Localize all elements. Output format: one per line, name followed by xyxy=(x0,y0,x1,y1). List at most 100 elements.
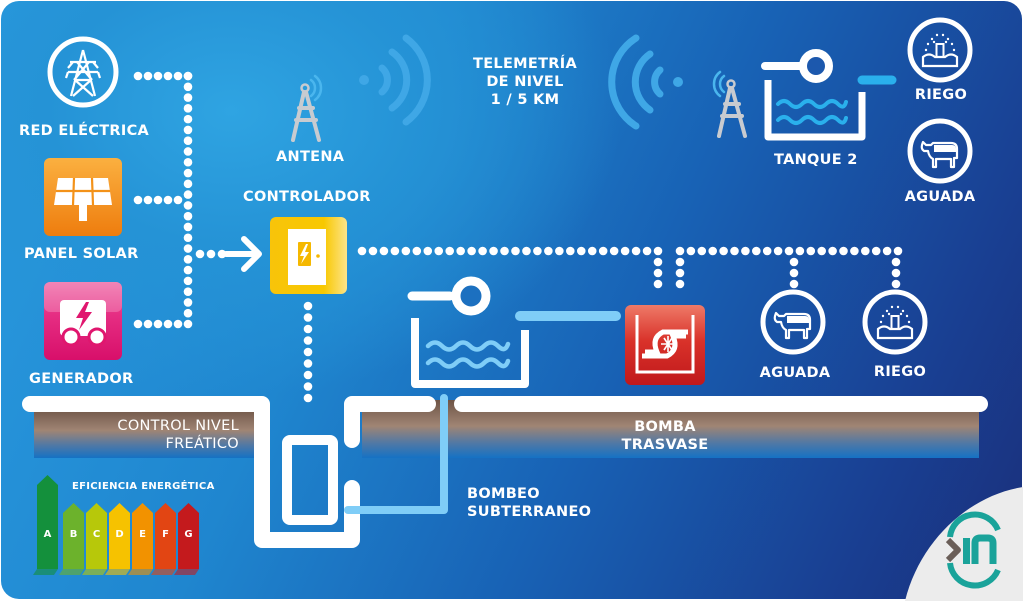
connection-dot xyxy=(163,195,173,205)
connection-dot xyxy=(467,246,476,256)
connection-dot xyxy=(183,255,193,264)
transfer-pump-label: BOMBA TRASVASE xyxy=(600,418,730,454)
water-tank-icon-main xyxy=(407,276,529,388)
connection-dot xyxy=(183,179,193,189)
connection-dot xyxy=(153,319,163,329)
connection-dot xyxy=(206,249,216,259)
ground-pipe xyxy=(22,396,988,548)
connection-dot xyxy=(183,190,193,199)
connection-dot xyxy=(143,195,153,205)
connection-dot xyxy=(153,195,163,205)
efficiency-class-b: B xyxy=(59,503,84,575)
connection-dot xyxy=(303,393,313,403)
connection-dot xyxy=(839,246,848,256)
connection-dot xyxy=(708,246,717,256)
connection-dot xyxy=(303,336,313,345)
connection-dot xyxy=(303,370,313,380)
well-casing xyxy=(282,435,338,525)
company-logo xyxy=(945,511,1001,589)
connection-dot xyxy=(183,222,193,232)
connection-dot xyxy=(587,246,597,256)
controller-panel-icon xyxy=(270,217,347,294)
connection-dot xyxy=(478,246,487,256)
well-label: CONTROL NIVEL FREÁTICO xyxy=(90,417,239,453)
connection-dot xyxy=(522,246,531,256)
connection-dot xyxy=(434,246,444,256)
tank2-label: TANQUE 2 xyxy=(774,152,858,168)
efficiency-letter: C xyxy=(93,529,100,540)
connection-dot xyxy=(806,246,816,256)
connection-dot xyxy=(143,71,153,81)
connection-dot xyxy=(173,319,183,329)
efficiency-letter: E xyxy=(139,529,146,540)
connection-dot xyxy=(544,246,553,256)
transfer-pump-line-2: TRASVASE xyxy=(621,437,709,453)
connection-dot xyxy=(423,246,433,256)
connection-dot xyxy=(653,279,663,289)
connection-dot xyxy=(357,246,367,256)
connection-dot xyxy=(183,114,193,124)
connection-dot xyxy=(730,246,739,256)
connection-dot xyxy=(882,246,892,256)
pump-icon xyxy=(625,305,705,385)
connection-dot xyxy=(303,359,313,368)
efficiency-class-c: C xyxy=(82,503,107,575)
cow-icon-mid xyxy=(760,289,826,355)
connection-dot xyxy=(861,246,870,256)
efficiency-letter: A xyxy=(44,529,52,540)
connection-dot xyxy=(303,301,313,311)
connection-dot xyxy=(133,195,143,205)
dotted-connections xyxy=(133,71,903,403)
solar-label: PANEL SOLAR xyxy=(24,246,139,262)
connection-dot xyxy=(686,246,696,256)
connection-dot xyxy=(675,246,685,256)
connection-dot xyxy=(891,257,901,267)
connection-dot xyxy=(183,265,193,275)
efficiency-class-a: A xyxy=(33,475,58,575)
connection-dot xyxy=(183,287,193,296)
connection-dot xyxy=(784,246,794,256)
connection-dot xyxy=(183,319,193,329)
generator-label: GENERADOR xyxy=(29,371,134,387)
connection-dot xyxy=(133,319,143,329)
connection-dot xyxy=(762,246,772,256)
connection-dot xyxy=(795,246,805,256)
connection-dot xyxy=(719,246,728,256)
connection-dot xyxy=(631,246,641,256)
connection-dot xyxy=(303,347,313,357)
connection-dot xyxy=(183,244,193,253)
connection-dot xyxy=(445,246,455,256)
connection-dot xyxy=(565,246,575,256)
connection-dot xyxy=(642,246,652,256)
connection-dot xyxy=(773,246,783,256)
efficiency-letter: F xyxy=(162,529,169,540)
connection-dot xyxy=(789,279,799,289)
connection-dot xyxy=(893,246,903,256)
connection-dot xyxy=(675,279,685,289)
well-line-2: FREÁTICO xyxy=(165,436,239,452)
connection-dot xyxy=(183,233,193,243)
connection-dot xyxy=(173,71,183,81)
connection-dot xyxy=(555,246,564,256)
connection-dot xyxy=(368,246,378,256)
connection-dot xyxy=(183,168,193,178)
connection-dot xyxy=(675,257,685,267)
connection-dot xyxy=(133,71,143,81)
connection-dot xyxy=(183,93,193,102)
connection-dot xyxy=(401,246,411,256)
connection-dot xyxy=(817,246,826,256)
connection-dot xyxy=(183,276,193,286)
cow-icon-top xyxy=(907,118,973,184)
connection-dot xyxy=(891,268,901,278)
connection-dot xyxy=(412,246,422,256)
connection-dot xyxy=(303,324,313,334)
connection-dot xyxy=(390,246,400,256)
telemetry-line-3: 1 / 5 KM xyxy=(490,92,560,108)
grid-label: RED ELÉCTRICA xyxy=(19,123,150,139)
connection-dot xyxy=(183,308,193,318)
mid-output-label-aguada: AGUADA xyxy=(759,365,831,381)
efficiency-class-e: E xyxy=(128,503,153,575)
